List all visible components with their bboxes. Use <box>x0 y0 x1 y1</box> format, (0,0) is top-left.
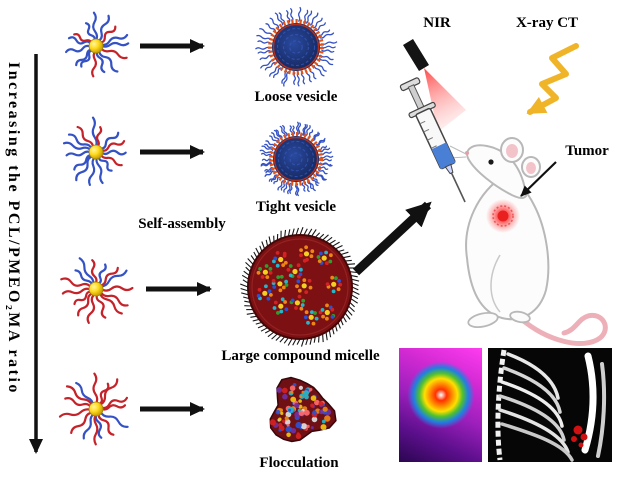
tumor-arrow <box>520 161 557 197</box>
tight-vesicle-graphic <box>259 121 334 197</box>
mouse-ear-right <box>521 156 541 178</box>
large-compound-micelle-label: Large compound micelle <box>221 348 380 364</box>
ct-scan-image <box>488 348 612 462</box>
unimer-micelle-2 <box>62 116 127 186</box>
mouse-ear-left <box>500 137 524 163</box>
xray-ct-label: X-ray CT <box>515 15 579 31</box>
syringe-icon <box>399 77 466 203</box>
large-compound-micelle-graphic <box>240 227 360 347</box>
mouse-tail <box>517 312 608 347</box>
flocculation-graphic <box>269 376 337 443</box>
ratio-axis-label: Increasing the PCL/PMEO₂MA ratio <box>4 62 22 395</box>
nir-laser-icon <box>403 39 429 71</box>
assembly-to-injection-arrow <box>352 201 432 276</box>
ct-tumor-signal <box>571 425 588 448</box>
nir-thermal-image <box>399 348 482 462</box>
unimer-micelle-1 <box>65 11 130 78</box>
mouse-front-foot <box>509 310 531 324</box>
flocculation-label: Flocculation <box>259 455 339 471</box>
mouse-body <box>465 173 550 321</box>
tumor-label: Tumor <box>565 143 609 159</box>
loose-vesicle-label: Loose vesicle <box>254 89 338 105</box>
tumor-spot <box>486 199 520 233</box>
self-assembly-label: Self-assembly <box>138 216 226 232</box>
mouse-haunch-line <box>490 254 501 313</box>
tight-vesicle-label: Tight vesicle <box>255 199 337 215</box>
mouse-hind-foot <box>467 312 499 328</box>
mouse-eye <box>488 159 494 165</box>
unimer-micelle-4 <box>58 372 129 446</box>
loose-vesicle-graphic <box>255 6 338 87</box>
nir-label: NIR <box>423 15 451 31</box>
unimer-micelle-3 <box>60 257 134 324</box>
xray-beam-icon <box>526 43 579 115</box>
mouse-whisker-1 <box>449 145 467 155</box>
thermal-hotspot <box>406 360 476 430</box>
mouse-nose <box>465 151 469 155</box>
mouse-illustration <box>448 137 608 347</box>
